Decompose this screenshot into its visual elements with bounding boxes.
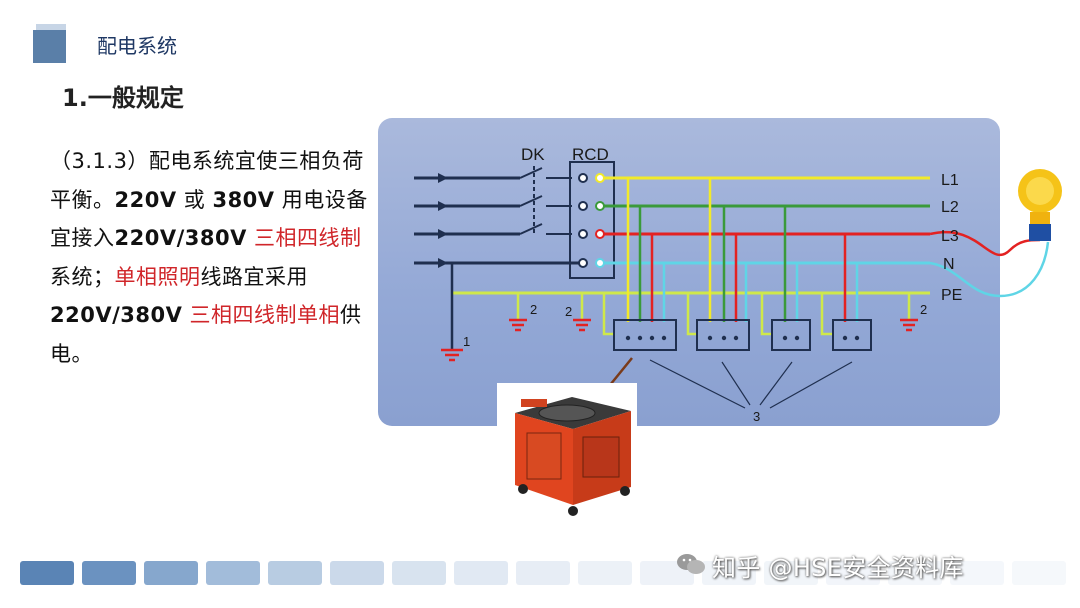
- body-text-3: 或: [176, 187, 213, 212]
- logo-square-front: [33, 30, 66, 63]
- footer-seg-5: [268, 561, 322, 585]
- ground-label-2b: 2: [565, 304, 572, 319]
- input-feeds: [414, 173, 580, 268]
- label-n: N: [943, 256, 955, 273]
- footer-seg-16: [950, 561, 1004, 585]
- body-paragraph: （3.1.3）配电系统宜使三相负荷平衡。220V 或 380V 用电设备宜接入2…: [50, 142, 375, 373]
- body-text-2: 220V: [114, 187, 177, 212]
- rebar-bender-photo: [497, 383, 637, 525]
- section-title: 配电系统: [97, 34, 177, 58]
- dk-blade-2: [519, 195, 543, 207]
- page-heading: 1.一般规定: [62, 84, 184, 112]
- light-bulb-icon: [1018, 169, 1062, 241]
- footer-seg-7: [392, 561, 446, 585]
- footer-seg-2: [82, 561, 136, 585]
- body-text-9: 单相照明: [114, 264, 201, 289]
- rcd-label: RCD: [572, 145, 609, 164]
- ground-label-2a: 2: [530, 302, 537, 317]
- rcd-terminals-right: [595, 173, 605, 268]
- body-text-6: 220V/380V: [114, 226, 247, 250]
- body-text-1: （3.1.3）配电系统宜使三相负荷平衡。: [50, 149, 364, 212]
- dk-blade-1: [519, 167, 543, 179]
- repeat-grounds: [509, 293, 918, 332]
- footer-seg-1: [20, 561, 74, 585]
- footer-seg-8: [454, 561, 508, 585]
- lamp-wire-neutral: [929, 241, 1050, 298]
- dk-label: DK: [521, 145, 545, 164]
- ground-label-1: 1: [463, 334, 470, 349]
- footer-seg-15: [888, 561, 942, 585]
- label-l1: L1: [941, 172, 959, 189]
- label-l3: L3: [941, 228, 959, 245]
- footer-seg-14: [826, 561, 880, 585]
- lamp-wire-live: [929, 230, 1041, 257]
- footer-seg-6: [330, 561, 384, 585]
- footer-seg-3: [144, 561, 198, 585]
- label-l2: L2: [941, 199, 959, 216]
- body-text-10: 线路宜采用: [200, 264, 308, 289]
- ground-label-2c: 2: [920, 302, 927, 317]
- rcd-box: [569, 161, 615, 279]
- drops: [626, 178, 859, 322]
- footer-seg-12: [702, 561, 756, 585]
- arrow-1: [438, 173, 448, 183]
- footer-seg-9: [516, 561, 570, 585]
- arrow-2: [438, 201, 448, 211]
- body-text-8: 系统；: [50, 264, 115, 289]
- load-terminals: [625, 335, 860, 341]
- footer-seg-4: [206, 561, 260, 585]
- wechat-icon: [677, 554, 705, 574]
- arrow-3: [438, 229, 448, 239]
- dk-switch: [519, 166, 572, 236]
- load-label-3: 3: [753, 409, 760, 424]
- load-boxes: [613, 319, 872, 351]
- footer-seg-17: [1012, 561, 1066, 585]
- body-text-5: 用电设备宜接入: [50, 187, 368, 251]
- body-text-13: 供电。: [50, 303, 362, 366]
- bus-lines: [452, 176, 930, 295]
- rcd-terminals-left: [578, 173, 588, 268]
- diagram-labels: DK RCD L1 L2 L3 N PE 1 2 2 2 3: [463, 145, 962, 424]
- main-ground: [441, 263, 463, 362]
- body-text-4: 380V: [212, 187, 275, 212]
- body-text-11: 220V/380V: [50, 303, 183, 327]
- dk-blade-3: [519, 223, 543, 235]
- footer-seg-13: [764, 561, 818, 585]
- rebar-bender-image: [515, 397, 631, 516]
- watermark-text: 知乎 @HSE安全资料库: [712, 554, 964, 582]
- body-text-7: 三相四线制: [246, 226, 362, 250]
- arrow-4: [438, 258, 448, 268]
- label-pe: PE: [941, 287, 962, 304]
- footer-seg-10: [578, 561, 632, 585]
- callout-lines: [649, 359, 853, 409]
- body-text-12: 三相四线制单相: [182, 303, 341, 327]
- diagram-panel: [378, 118, 1000, 426]
- pe-drops: [602, 293, 833, 336]
